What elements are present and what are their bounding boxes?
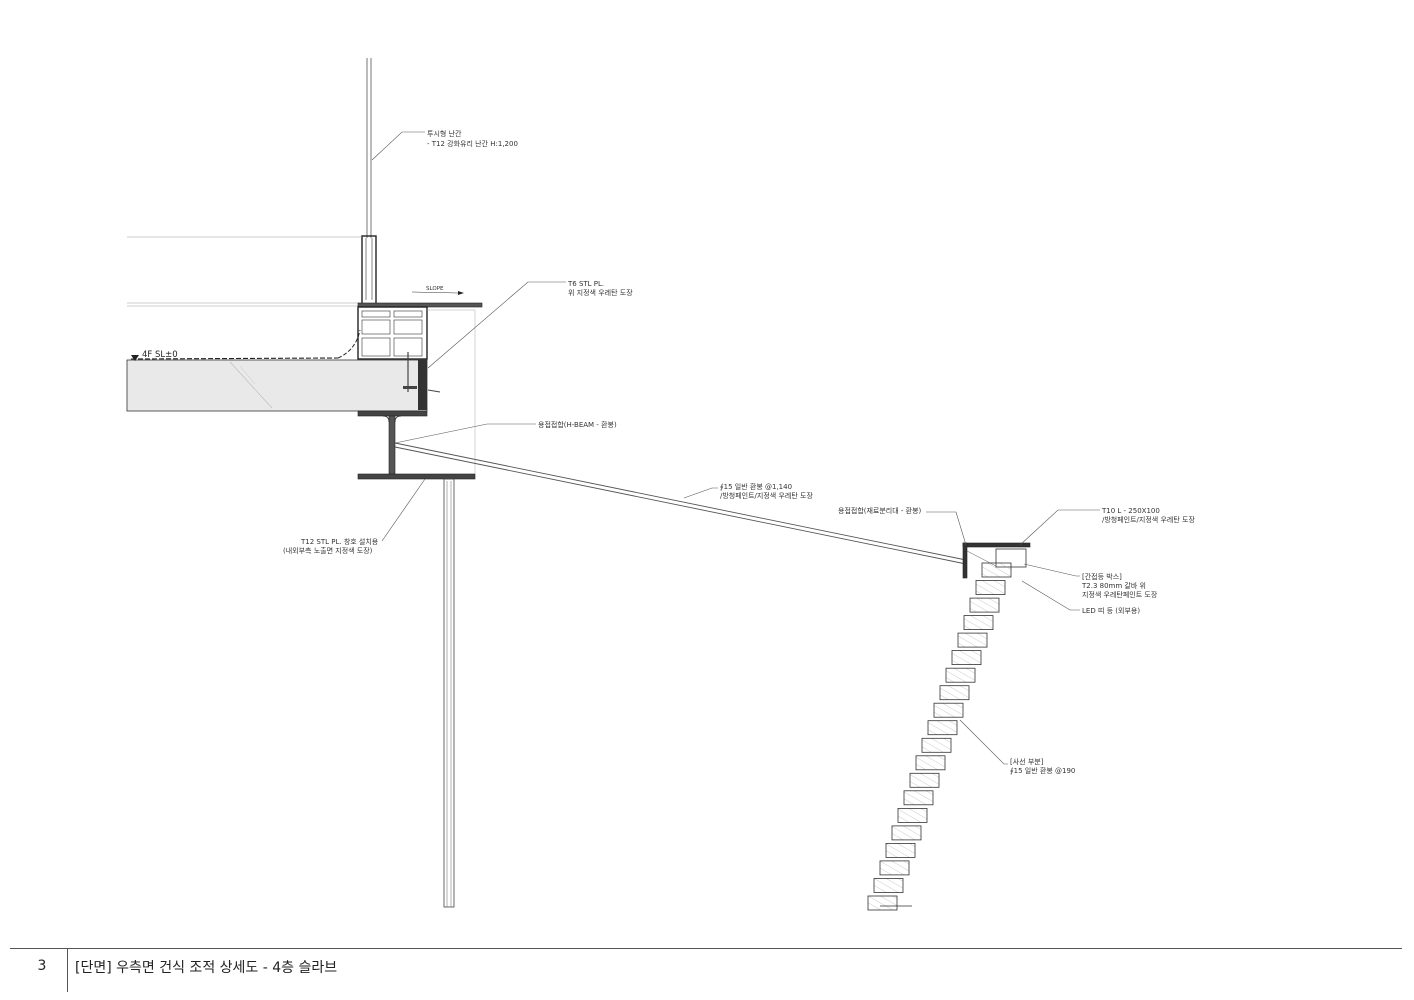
rod-unit <box>921 737 952 753</box>
weld-separator-label: 용접접합(재료분리대 - 환봉) <box>838 506 922 515</box>
rod-unit <box>897 808 928 823</box>
leader-lines <box>371 131 1100 765</box>
diagonal-steel-rod <box>394 442 967 565</box>
t12-plate-label-1: T12 STL PL. 창호 설치용 <box>300 537 379 546</box>
rod-unit <box>927 720 958 736</box>
sheet-number: 3 <box>37 958 47 974</box>
rod-label-1: ∮15 일반 환봉 @1,140 <box>720 482 792 491</box>
rod-label-2: /방청페인트/지정색 우레탄 도장 <box>720 491 813 500</box>
rod-unit <box>939 685 970 701</box>
lightbox-label-2: T2.3 80mm 갈바 위 <box>1081 581 1146 590</box>
floor-finish-lines <box>127 236 362 307</box>
rod-unit <box>915 755 946 771</box>
diagonal-label-1: [사선 부분] <box>1010 757 1044 766</box>
footer-rule <box>10 948 1402 949</box>
t6-plate-label-1: T6 STL PL. <box>567 280 604 288</box>
rod-unit <box>903 790 934 806</box>
footer-divider <box>67 948 68 992</box>
rod-unit <box>957 632 988 648</box>
rod-unit <box>909 772 940 788</box>
angle-label-2: /방청페인트/지정색 우레탄 도장 <box>1102 515 1195 524</box>
led-label: LED 띠 등 (외부용) <box>1082 606 1140 615</box>
annotation-labels: 투시형 난간 - T12 강화유리 난간 H:1,200 T6 STL PL. … <box>283 129 1195 775</box>
rod-unit <box>945 667 976 683</box>
slope-arrow: SLOPE <box>411 286 464 295</box>
t6-plate-label-2: 위 지정색 우레탄 도장 <box>568 288 633 297</box>
steel-angle-and-lightbox <box>962 542 1031 579</box>
slab-edge-box <box>337 306 428 360</box>
rod-unit <box>885 843 916 858</box>
concrete-slab <box>126 352 441 412</box>
rod-unit <box>963 615 994 630</box>
angle-label-1: T10 L - 250X100 <box>1101 507 1160 515</box>
rod-unit <box>975 580 1006 595</box>
rod-unit <box>933 702 964 718</box>
rod-unit <box>867 895 898 911</box>
rod-unit <box>873 878 904 893</box>
h-beam <box>357 309 476 480</box>
rod-unit <box>891 825 922 841</box>
glass-railing-label-1: 투시형 난간 <box>427 129 462 138</box>
rod-unit <box>981 562 1012 578</box>
slope-label: SLOPE <box>426 286 444 292</box>
weld-hbeam-label: 용접접합(H-BEAM - 환봉) <box>538 420 617 429</box>
floor-level-marker: 4F SL±0 <box>131 350 178 361</box>
lightbox-label-1: [간접등 박스] <box>1082 572 1122 581</box>
floor-level-label: 4F SL±0 <box>142 350 178 360</box>
sheet-title: [단면] 우측면 건식 조적 상세도 - 4층 슬라브 <box>75 960 338 976</box>
glass-railing <box>361 58 377 305</box>
rod-unit <box>951 650 982 665</box>
rod-unit <box>879 860 910 876</box>
window-frame <box>443 478 455 908</box>
diagonal-rod-column <box>867 562 1012 911</box>
rod-unit <box>969 597 1000 613</box>
diagonal-label-2: ∮15 일반 환봉 @190 <box>1010 766 1075 775</box>
t12-plate-label-2: (내외부측 노출면 지정색 도장) <box>283 546 373 555</box>
lightbox-label-3: 지정색 우레탄페인트 도장 <box>1082 590 1158 599</box>
glass-railing-label-2: - T12 강화유리 난간 H:1,200 <box>427 139 518 148</box>
